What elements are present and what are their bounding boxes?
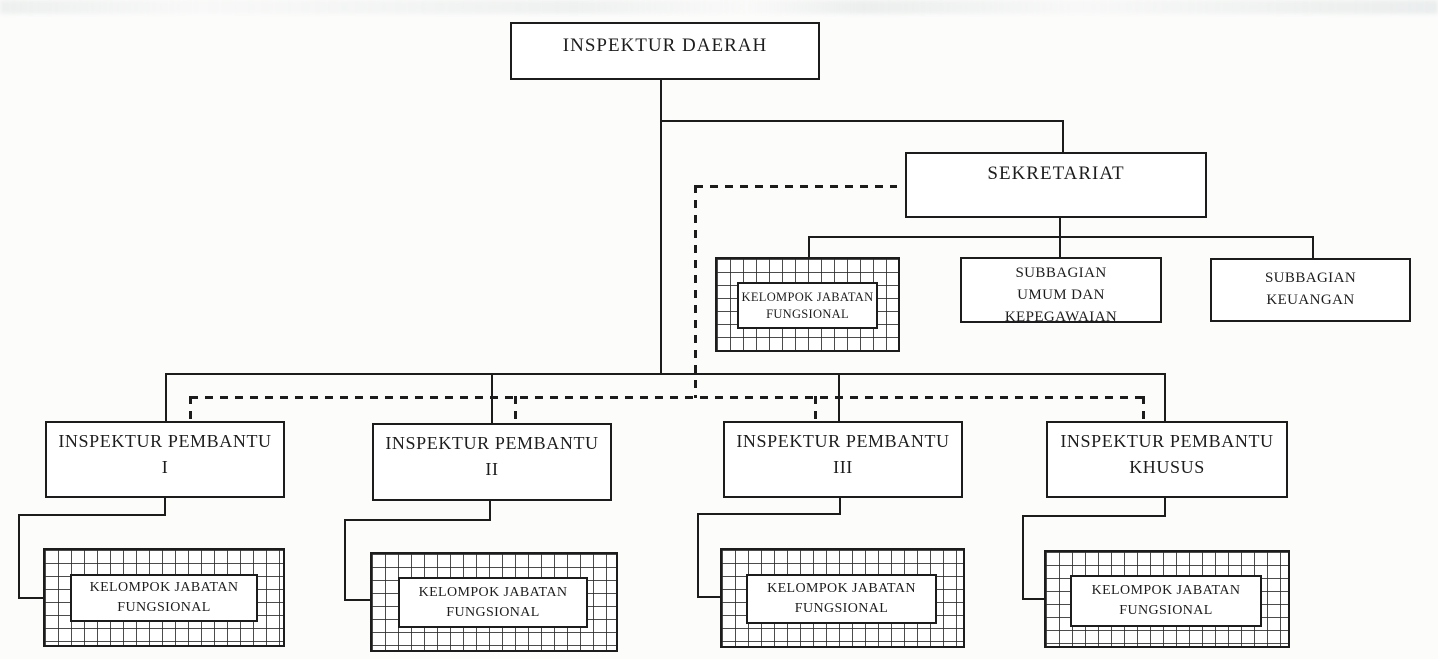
node-label-box: KELOMPOK JABATAN FUNGSIONAL	[398, 577, 588, 628]
node-label-line1: SUBBAGIAN	[1264, 270, 1357, 286]
edge-ip3-kjf-seg1	[839, 497, 841, 515]
edge-ip3-kjf-seg4	[697, 596, 722, 598]
node-label-line2: FUNGSIONAL	[1119, 603, 1213, 618]
node-label-line1: INSPEKTUR PEMBANTU	[736, 431, 950, 451]
node-label-line1: KELOMPOK JABATAN	[767, 581, 916, 596]
edge-dashed-drop-ip2	[514, 396, 517, 423]
edge-ipk-kjf-seg1	[1164, 497, 1166, 517]
node-label-line2: KEUANGAN	[1266, 292, 1355, 308]
node-kelompok-jabatan-fungsional-2: KELOMPOK JABATAN FUNGSIONAL	[370, 552, 618, 652]
edge-ipk-kjf-seg3	[1022, 515, 1024, 600]
node-inspektur-daerah: INSPEKTUR DAERAH	[510, 22, 820, 80]
node-label-line1: KELOMPOK JABATAN	[741, 289, 874, 304]
edge-dashed-drop-ipk	[1142, 396, 1145, 421]
edge-drop-subbagian-umum	[1059, 236, 1061, 259]
node-label-box: KELOMPOK JABATAN FUNGSIONAL	[746, 574, 937, 624]
edge-root-to-sekretariat-drop	[1062, 120, 1064, 154]
edge-drop-inspektur-pembantu-khusus	[1164, 373, 1166, 423]
node-label-line1: SUBBAGIAN	[1015, 265, 1107, 281]
node-label-line1: INSPEKTUR PEMBANTU	[1060, 431, 1274, 451]
edge-sekretariat-children-horizontal	[808, 236, 1314, 238]
node-label-line1: INSPEKTUR PEMBANTU	[58, 431, 272, 451]
node-subbagian-keuangan: SUBBAGIAN KEUANGAN	[1210, 258, 1411, 322]
node-label-box: KELOMPOK JABATAN FUNGSIONAL	[737, 282, 878, 329]
node-label-line2: FUNGSIONAL	[446, 604, 540, 620]
edge-ip3-kjf-seg2	[697, 513, 841, 515]
edge-dashed-drop-ip3	[814, 396, 817, 421]
edge-drop-inspektur-pembantu-2	[491, 373, 493, 425]
edge-root-to-sekretariat-horizontal	[660, 120, 1064, 122]
node-label-line2: FUNGSIONAL	[117, 600, 211, 615]
edge-drop-subbagian-keuangan	[1312, 236, 1314, 260]
edge-ip2-kjf-seg4	[344, 599, 372, 601]
node-inspektur-pembantu-1: INSPEKTUR PEMBANTU I	[45, 421, 285, 498]
node-label-line2: III	[833, 457, 853, 477]
node-subbagian-umum-dan-kepegawaian: SUBBAGIAN UMUM DAN KEPEGAWAIAN	[960, 257, 1162, 325]
edge-root-main-vertical	[660, 80, 662, 373]
edge-ip1-kjf-seg2	[18, 514, 166, 516]
edge-ip2-kjf-seg1	[489, 500, 491, 521]
node-kelompok-jabatan-fungsional-1: KELOMPOK JABATAN FUNGSIONAL	[43, 548, 285, 647]
edge-sekretariat-stem	[1059, 218, 1061, 238]
node-label: SEKRETARIAT	[987, 163, 1125, 184]
node-label-line2: FUNGSIONAL	[794, 601, 889, 616]
node-inspektur-pembantu-khusus: INSPEKTUR PEMBANTU KHUSUS	[1046, 421, 1288, 498]
edge-drop-inspektur-pembantu-1	[165, 373, 167, 423]
node-label-line2: KHUSUS	[1129, 457, 1205, 477]
node-label-line2: UMUM DAN	[1017, 287, 1105, 303]
node-inspektur-pembantu-2: INSPEKTUR PEMBANTU II	[372, 423, 612, 501]
node-label-line2: II	[485, 459, 499, 479]
node-label-line1: INSPEKTUR PEMBANTU	[385, 433, 599, 453]
edge-ip1-kjf-seg1	[164, 497, 166, 516]
node-kelompok-jabatan-fungsional-3: KELOMPOK JABATAN FUNGSIONAL	[720, 548, 965, 648]
node-kelompok-jabatan-fungsional-sekretariat: KELOMPOK JABATAN FUNGSIONAL	[715, 257, 900, 352]
edge-ipk-kjf-seg4	[1022, 598, 1046, 600]
node-label: INSPEKTUR DAERAH	[562, 35, 768, 56]
node-label-line2: FUNGSIONAL	[766, 306, 849, 321]
edge-dashed-sekretariat-vertical	[694, 185, 697, 398]
node-kelompok-jabatan-fungsional-4: KELOMPOK JABATAN FUNGSIONAL	[1044, 550, 1290, 648]
edge-drop-kelompok-jabatan-fungsional	[808, 236, 810, 259]
node-label-line1: KELOMPOK JABATAN	[89, 580, 239, 595]
edge-ip1-kjf-seg4	[18, 597, 45, 599]
edge-ip3-kjf-seg3	[697, 513, 699, 598]
edge-dashed-coordination-horizontal	[190, 396, 1144, 399]
edge-ip2-kjf-seg2	[344, 519, 491, 521]
node-label-line2: I	[161, 457, 169, 477]
edge-ip2-kjf-seg3	[344, 519, 346, 601]
node-label-line1: KELOMPOK JABATAN	[1091, 583, 1241, 598]
edge-ipk-kjf-seg2	[1022, 515, 1166, 517]
edge-ip1-kjf-seg3	[18, 514, 20, 599]
node-label-line1: KELOMPOK JABATAN	[418, 584, 568, 600]
node-inspektur-pembantu-3: INSPEKTUR PEMBANTU III	[723, 421, 963, 498]
edge-inspektur-distribution-horizontal	[165, 373, 1166, 375]
node-sekretariat: SEKRETARIAT	[905, 152, 1207, 218]
scan-artifact	[0, 0, 1438, 14]
node-label-box: KELOMPOK JABATAN FUNGSIONAL	[1070, 575, 1262, 627]
node-label-box: KELOMPOK JABATAN FUNGSIONAL	[70, 574, 258, 622]
node-label-line3: KEPEGAWAIAN	[1004, 309, 1118, 325]
edge-dashed-sekretariat-horizontal	[695, 185, 897, 188]
edge-dashed-drop-ip1	[189, 396, 192, 421]
